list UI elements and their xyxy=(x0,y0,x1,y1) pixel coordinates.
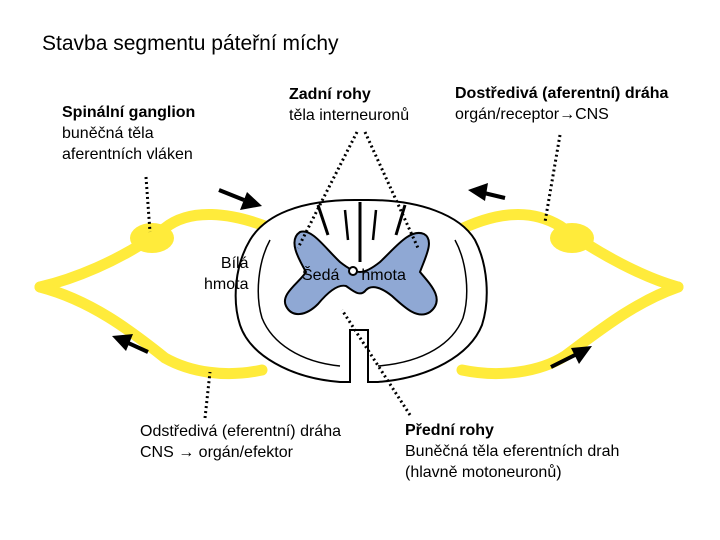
spinal-cord xyxy=(234,199,488,383)
pointer-afferent xyxy=(543,134,562,223)
label-spinal-ganglion: Spinální ganglion buněčná těla aferentní… xyxy=(62,102,195,165)
left-ventral-root xyxy=(34,281,268,380)
pointer-dorsal-horn-right xyxy=(363,131,420,249)
right-ventral-root xyxy=(456,281,684,380)
direction-arrows xyxy=(112,183,592,369)
left-inner-rootlet xyxy=(343,209,350,241)
label-line: (hlavně motoneuronů) xyxy=(405,464,562,481)
arrow-efferent-left-icon xyxy=(112,334,149,354)
label-word: hmota xyxy=(361,267,406,284)
arrow-afferent-right-icon xyxy=(468,183,506,201)
label-ventral-horns: Přední rohy Buněčná těla eferentních dra… xyxy=(405,420,619,483)
page-title: Stavba segmentu páteřní míchy xyxy=(42,32,339,55)
label-line: aferentních vláken xyxy=(62,146,193,163)
label-line: hmota xyxy=(204,276,249,293)
left-spinal-ganglion xyxy=(130,223,174,253)
right-spinal-nerve xyxy=(449,209,684,380)
label-heading: Odstředivá (eferentní) dráha xyxy=(140,423,341,440)
label-line: buněčná těla xyxy=(62,125,154,142)
pointer-efferent xyxy=(203,371,212,419)
pointer-ventral-horn xyxy=(340,309,412,416)
label-efferent-path: Odstředivá (eferentní) dráha CNS → orgán… xyxy=(140,421,341,463)
cord-inner-line xyxy=(257,239,341,367)
label-heading: Spinální ganglion xyxy=(62,104,196,121)
arrow-efferent-right-icon xyxy=(550,346,592,369)
label-heading: Dostředivá (aferentní) dráha xyxy=(455,85,669,102)
label-afferent-path: Dostředivá (aferentní) dráha orgán/recep… xyxy=(455,83,668,125)
grey-matter xyxy=(283,230,438,316)
pointer-lines xyxy=(144,131,562,419)
label-heading: Přední rohy xyxy=(405,422,494,439)
left-rootlet xyxy=(316,204,330,236)
right-spinal-ganglion xyxy=(550,223,594,253)
cord-inner-line-right xyxy=(377,239,468,367)
label-line: Bílá xyxy=(220,255,249,272)
label-line: těla interneuronů xyxy=(289,107,410,124)
right-rootlet xyxy=(394,204,407,236)
label-line: Buněčná těla eferentních drah xyxy=(405,443,620,460)
arrow-afferent-left-icon xyxy=(218,188,262,210)
label-dorsal-horns: Zadní rohy těla interneuronů xyxy=(289,84,409,126)
central-canal xyxy=(348,266,358,276)
label-line: orgán/receptor→CNS xyxy=(455,106,609,123)
left-spinal-nerve xyxy=(34,208,276,380)
label-grey-matter: Šedá hmota xyxy=(302,265,406,286)
right-inner-rootlet xyxy=(371,209,378,241)
pointer-ganglion xyxy=(144,176,152,233)
label-word: Šedá xyxy=(302,267,340,284)
pointer-dorsal-horn-left xyxy=(296,131,359,249)
label-white-matter: Bílá hmota xyxy=(204,253,248,295)
label-line: CNS → orgán/efektor xyxy=(140,444,293,461)
label-heading: Zadní rohy xyxy=(289,86,371,103)
